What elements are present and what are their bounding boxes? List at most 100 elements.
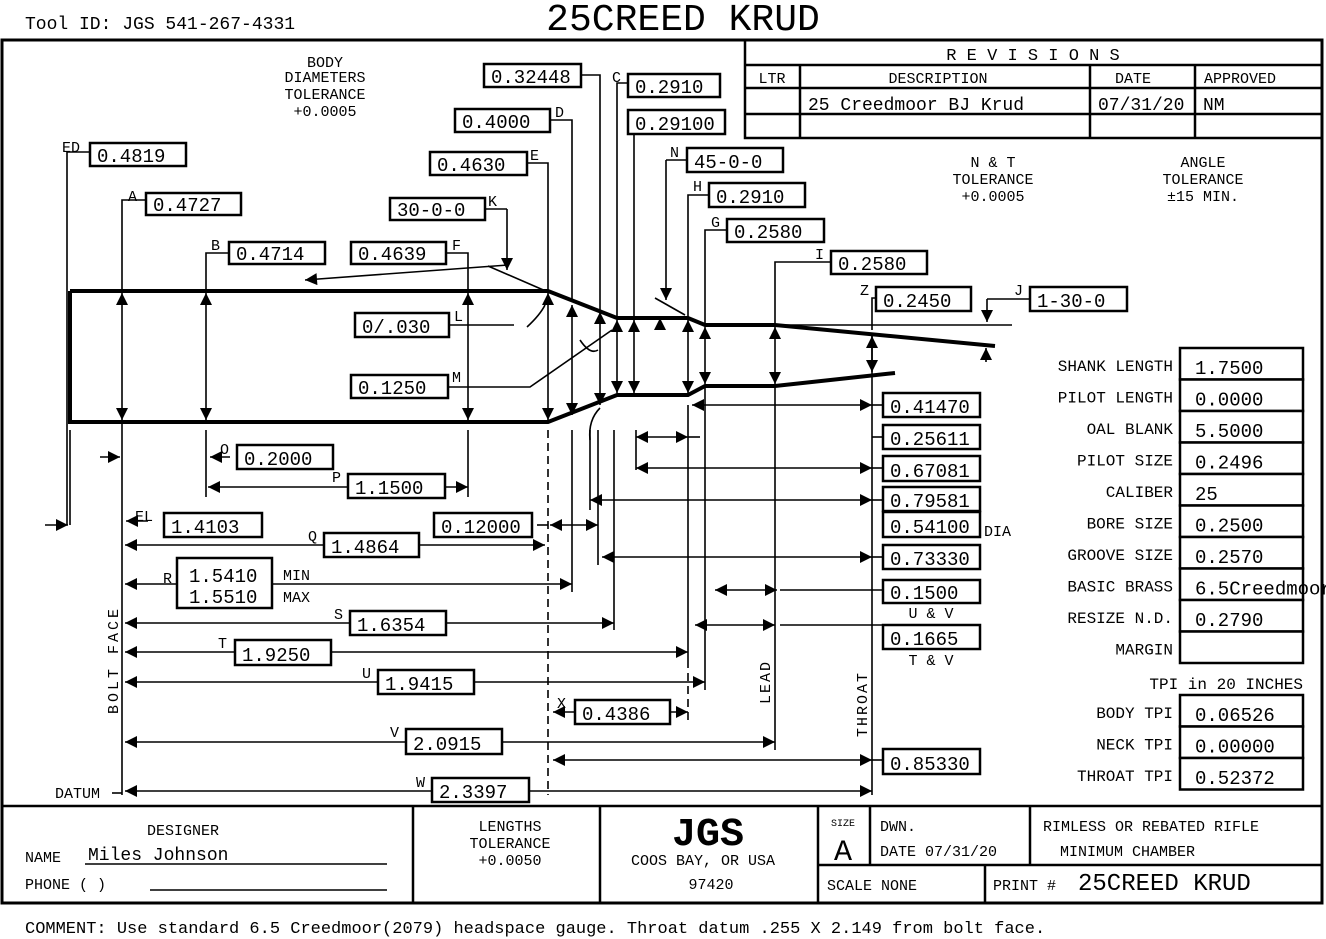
dimension-value: 0.2580	[838, 254, 906, 276]
dimension-letter: O	[220, 442, 229, 459]
spec-row: PILOT SIZE 0.2496	[1077, 441, 1305, 476]
note-line: DIAMETERS	[284, 70, 365, 87]
spec-label: BASIC BRASS	[1067, 579, 1173, 597]
spec-row: RESIZE N.D.0.2790	[1067, 598, 1305, 633]
dimension-value: 0.12000	[441, 517, 521, 539]
rev-col-description: DESCRIPTION	[888, 71, 987, 88]
rev-row-date: 07/31/20	[1098, 96, 1184, 116]
value-box	[404, 727, 504, 756]
angle-tolerance-note: ANGLE TOLERANCE ±15 MIN.	[1162, 155, 1243, 206]
print-label: PRINT #	[993, 878, 1056, 895]
arrow	[304, 264, 509, 286]
dimension-value: 0.4639	[358, 244, 426, 266]
dimension-o: 0.2000 O	[220, 442, 335, 471]
dimension-value: 0.25611	[890, 429, 970, 451]
leader-line	[550, 119, 573, 300]
dimension-value-max: 1.5510	[189, 587, 257, 609]
note-line: TOLERANCE	[952, 172, 1033, 189]
spec-label: THROAT TPI	[1077, 768, 1173, 786]
value-box	[453, 107, 552, 134]
dimension-value: 0.54100	[890, 517, 970, 539]
dimension-value: 1.4103	[171, 517, 239, 539]
dimension-letter: Z	[860, 283, 869, 300]
leader-line	[205, 252, 229, 291]
dimension-value: 0.2910	[635, 77, 703, 99]
dimension-value: 0.73330	[890, 549, 970, 571]
spec-value-box	[1178, 598, 1305, 633]
dimension-value: 0.4727	[153, 195, 221, 217]
spec-label: PILOT SIZE	[1077, 453, 1173, 471]
dimension-value: 0.1665	[890, 629, 958, 651]
dimension-letter: J	[1014, 283, 1023, 300]
dimension-value-min: 1.5410	[189, 566, 257, 588]
value-box	[685, 146, 785, 174]
dimension-letter: R	[163, 571, 172, 588]
spec-label: PILOT LENGTH	[1058, 390, 1173, 408]
spec-value-box	[1178, 409, 1305, 444]
dimension-c0: 0.29100	[626, 108, 727, 136]
value-box	[175, 556, 274, 610]
value-box	[482, 62, 583, 89]
dimension-d0: 0.32448	[482, 62, 583, 89]
value-box	[322, 531, 421, 559]
dimension-value: 1.1500	[355, 478, 423, 500]
dimension-letter: V	[390, 725, 399, 742]
value-box	[725, 217, 826, 244]
value-box	[376, 668, 476, 696]
leader-line	[654, 297, 686, 316]
dimension-value: 0.2000	[244, 449, 312, 471]
spec-label: CALIBER	[1106, 484, 1174, 502]
dimension-m: 0.1250 M	[349, 370, 461, 400]
dimension-value: 0.4630	[437, 155, 505, 177]
dimension-value: 0.79581	[890, 491, 970, 513]
max-label: MAX	[283, 590, 310, 607]
body-tolerance-note: BODY DIAMETERS TOLERANCE +0.0005	[284, 55, 365, 121]
spec-label: NECK TPI	[1096, 737, 1173, 755]
spec-label: RESIZE N.D.	[1067, 610, 1173, 628]
value-box	[430, 776, 531, 804]
dimension-r4: 0.79581	[881, 485, 982, 513]
value-box	[353, 311, 451, 339]
leader-line	[66, 151, 90, 525]
value-box	[144, 191, 243, 217]
rev-col-date: DATE	[1115, 71, 1151, 88]
description-2: MINIMUM CHAMBER	[1060, 844, 1195, 861]
dimension-value: 0.1250	[358, 378, 426, 400]
dimension-letter: G	[711, 215, 720, 232]
dimension-letter: B	[211, 238, 220, 255]
leader-line	[121, 199, 146, 291]
dimension-letter: K	[488, 194, 497, 211]
min-label: MIN	[283, 568, 310, 585]
dia-label: DIA	[984, 524, 1011, 541]
drawing-title: 25CREED KRUD	[546, 0, 820, 42]
leader-line	[774, 261, 831, 325]
spec-label: BODY TPI	[1096, 705, 1173, 723]
value-box	[881, 391, 982, 419]
value-box	[626, 108, 727, 136]
value-box	[881, 510, 982, 539]
dimension-letter: M	[452, 370, 461, 387]
dimension-j: 1-30-0J	[1014, 283, 1129, 313]
dimension-letter: N	[670, 145, 679, 162]
note-line: ±15 MIN.	[1167, 189, 1239, 206]
company-logo: JGS	[672, 813, 744, 858]
spec-value: 0.2496	[1195, 453, 1263, 475]
value-box	[346, 472, 447, 500]
